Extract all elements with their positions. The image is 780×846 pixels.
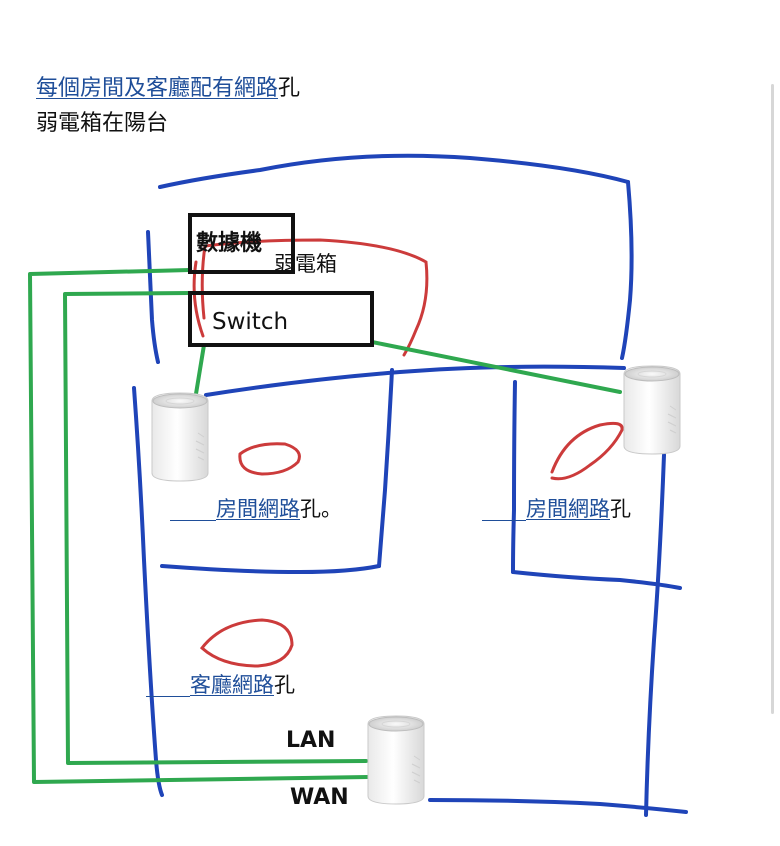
wall-right-upper	[620, 180, 634, 360]
wall-bottom	[428, 798, 688, 814]
red-marks	[192, 238, 624, 668]
switch-label: Switch	[212, 309, 289, 335]
mesh-router-icon	[623, 365, 681, 455]
room2-underline-lead	[482, 520, 526, 521]
room1-tail: 孔。	[300, 497, 342, 521]
living-tail: 孔	[274, 673, 295, 697]
wall-room1-bottom	[160, 564, 381, 574]
room2-link[interactable]: 房間網路	[526, 497, 610, 521]
wall-top	[158, 153, 630, 189]
weak-box-label: 弱電箱	[274, 252, 337, 276]
wall-room1-right	[377, 368, 394, 568]
red-mark-room1	[238, 442, 301, 476]
room1-link[interactable]: 房間網路	[216, 497, 300, 521]
mesh-router-icon	[367, 715, 425, 805]
cable-outer-wan	[28, 268, 370, 784]
living-underline-lead	[146, 696, 190, 697]
room1-port-label: 房間網路孔。	[216, 499, 342, 520]
header-tail: 孔	[278, 76, 301, 101]
red-mark-living	[199, 618, 294, 668]
cable-inner-lan	[63, 291, 368, 765]
header-line-1: 每個房間及客廳配有網路孔	[36, 78, 300, 100]
red-mark-weak-box	[192, 238, 429, 357]
scrollbar[interactable]	[771, 84, 774, 714]
wall-room2-right	[644, 453, 666, 817]
wall-left-upper	[146, 230, 160, 364]
red-mark-room2	[550, 421, 624, 481]
room2-port-label: 房間網路孔	[526, 499, 631, 520]
cable-switch-router2	[370, 340, 622, 394]
header-line-2: 弱電箱在陽台	[36, 111, 169, 136]
living-port-label: 客廳網路孔	[190, 675, 295, 696]
lan-label: LAN	[286, 728, 336, 753]
wall-left-main	[132, 386, 164, 797]
cables	[28, 268, 622, 784]
wall-room2-left	[511, 380, 517, 574]
cable-switch-router1	[193, 343, 206, 402]
switch-box	[188, 291, 374, 347]
mesh-router-icon	[151, 392, 209, 482]
modem-box	[188, 213, 295, 274]
living-link[interactable]: 客廳網路	[190, 673, 274, 697]
wall-room2-bottom	[511, 570, 682, 590]
room2-tail: 孔	[610, 497, 631, 521]
wall-lines	[132, 153, 688, 817]
header-link[interactable]: 每個房間及客廳配有網路	[36, 76, 279, 101]
wan-label: WAN	[290, 785, 349, 810]
wall-room-top	[204, 364, 626, 397]
room1-underline-lead	[170, 520, 216, 521]
modem-label: 數據機	[196, 231, 263, 256]
